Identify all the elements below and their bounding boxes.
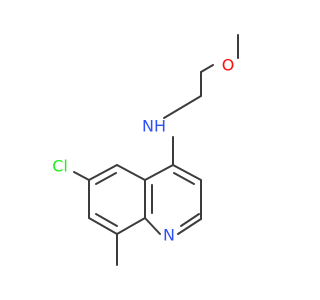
bond-c8-c8a bbox=[116, 217, 146, 235]
bond-c6-cl bbox=[73, 171, 90, 181]
bond-c3-c4 bbox=[172, 164, 202, 181]
bond-c7-c8 bbox=[88, 217, 118, 235]
bond-n1-c2-inner bbox=[180, 213, 200, 227]
bond-c4-c4a bbox=[144, 164, 174, 181]
bond-nh-ch2 bbox=[163, 95, 202, 119]
bonds bbox=[73, 34, 239, 266]
molecule-structure-diagram: N NH Cl O bbox=[52, 34, 239, 266]
chloro-label: Cl bbox=[52, 157, 68, 176]
methoxy-oxygen-label: O bbox=[222, 56, 235, 75]
bond-c7-c8-inner bbox=[95, 213, 118, 227]
bond-c3-c4-inner bbox=[173, 172, 195, 185]
atom-labels: N NH Cl O bbox=[52, 56, 234, 245]
bond-c8a-n1 bbox=[144, 217, 161, 235]
bond-ch2-o bbox=[200, 64, 214, 73]
bond-n1-c2 bbox=[177, 218, 202, 235]
bond-c5-c6-inner bbox=[95, 172, 117, 185]
bond-c5-c6 bbox=[88, 164, 118, 181]
ring-nitrogen-label: N bbox=[163, 226, 175, 245]
amine-nh-label: NH bbox=[142, 117, 166, 136]
bond-c4a-c5 bbox=[116, 164, 146, 181]
